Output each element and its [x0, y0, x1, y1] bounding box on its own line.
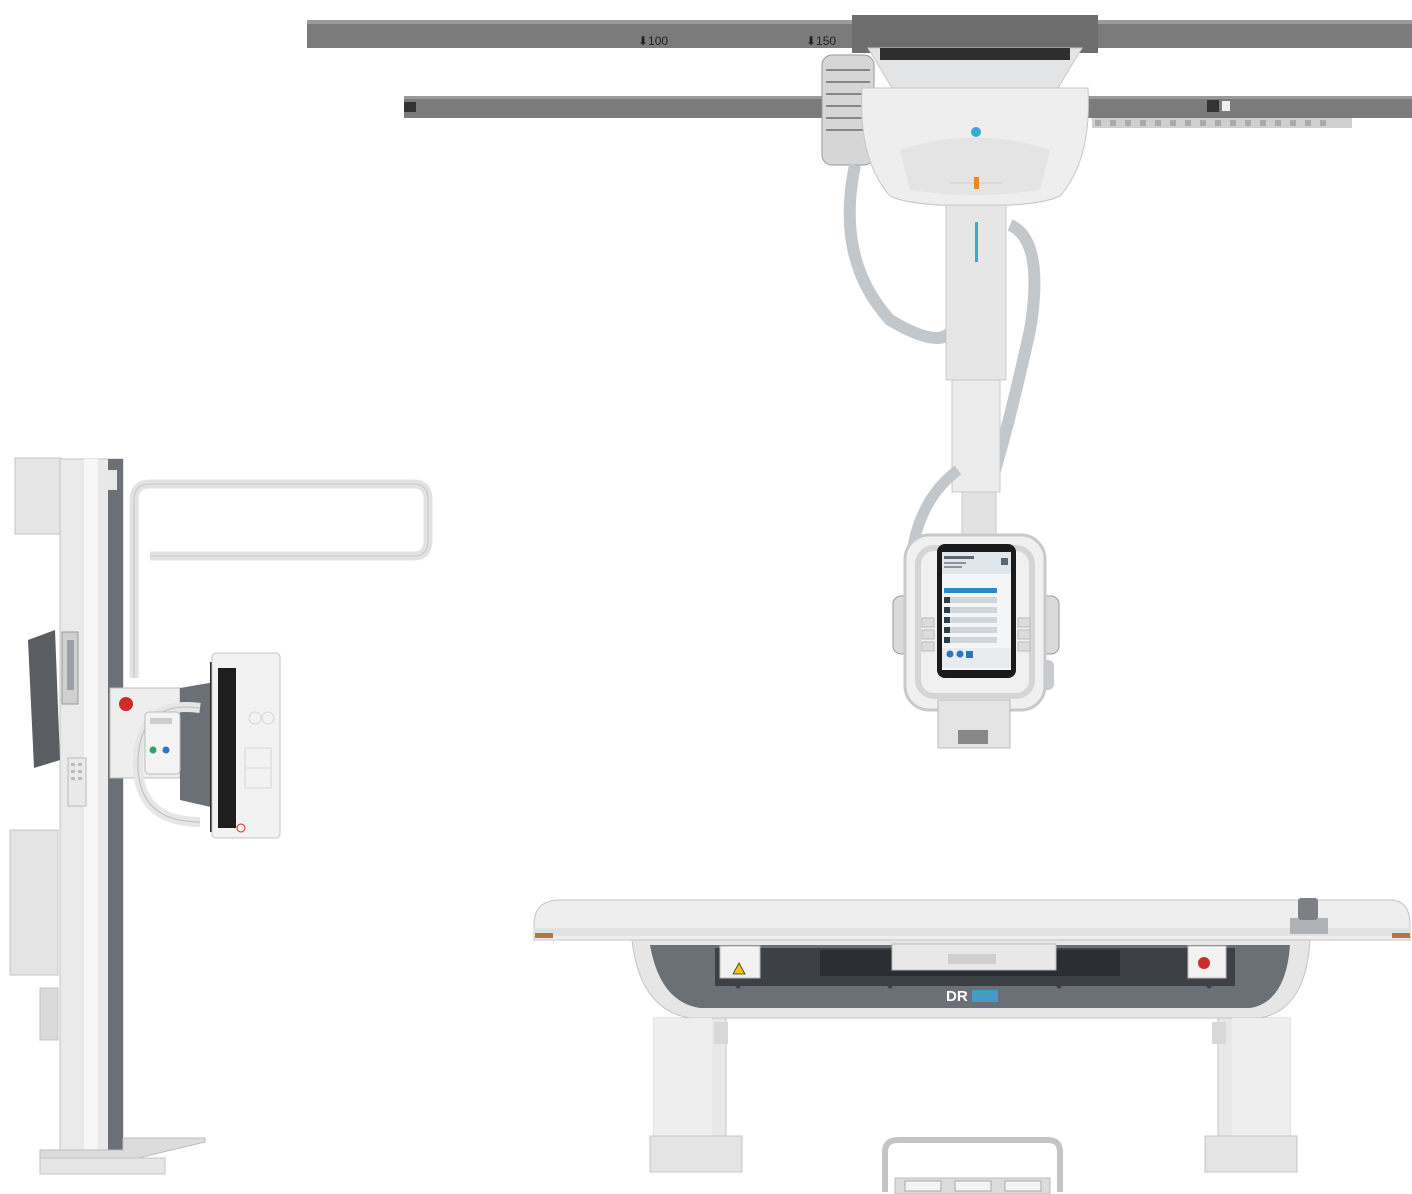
- table-emergency-stop[interactable]: [1198, 957, 1210, 969]
- rail-mark-150: ⬇150: [806, 34, 836, 48]
- foot-switch: [882, 1137, 1063, 1194]
- carriage-control-panel: [144, 711, 181, 775]
- indicator-light: [971, 127, 981, 137]
- table-brand-label: DR: [946, 988, 968, 1005]
- wall-stand-foot: [39, 1137, 206, 1159]
- wall-stand-handle-bar: [129, 479, 433, 678]
- patient-table: DR: [533, 898, 1411, 1173]
- emergency-stop-button[interactable]: [119, 697, 133, 711]
- wall-stand-top-box: [14, 457, 62, 535]
- hv-cable-left: [843, 163, 958, 344]
- cable-chain: [1092, 118, 1352, 128]
- green-button[interactable]: [149, 746, 157, 754]
- wall-stand: [9, 457, 433, 1175]
- wall-stand-hand-keypad: [67, 757, 87, 807]
- table-grip-knob: [1290, 918, 1328, 934]
- wall-stand-control-box: [9, 829, 59, 976]
- ceiling-tube-head: [821, 47, 1089, 749]
- rail-carriage-top: [852, 15, 1098, 53]
- warning-icon: [732, 962, 746, 975]
- blue-button[interactable]: [162, 746, 170, 754]
- rail-mark-100: ⬇100: [638, 34, 668, 48]
